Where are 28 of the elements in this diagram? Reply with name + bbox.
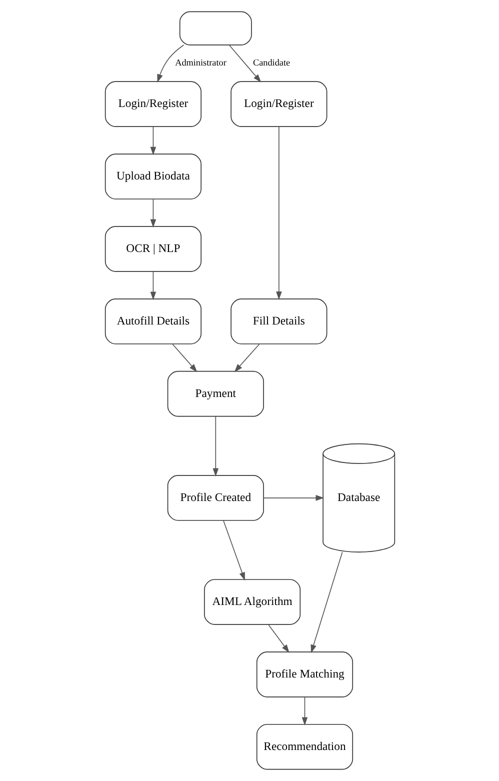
- arrow: [262, 495, 324, 501]
- node-box: OCR | NLP: [104, 226, 201, 272]
- node-box: Login/Register: [104, 81, 201, 127]
- node-box: AIML Algorithm: [204, 579, 300, 625]
- arrow: [234, 344, 260, 372]
- arrow: [150, 271, 156, 300]
- node-stadium: [178, 11, 252, 46]
- node-box: Login/Register: [230, 81, 327, 127]
- arrow: [301, 696, 308, 726]
- arrow: [310, 552, 342, 654]
- arrow: [222, 520, 244, 581]
- edge-label: Administrator: [174, 58, 226, 68]
- node-box: Profile Matching: [256, 652, 353, 698]
- arrow: [276, 126, 282, 300]
- arrow: [150, 198, 156, 228]
- arrow: [268, 624, 289, 653]
- arrow: [150, 126, 156, 156]
- node-box: Payment: [166, 370, 264, 417]
- arrow: [212, 416, 218, 477]
- node-box: Autofill Details: [104, 298, 201, 344]
- edge-label: Candidate: [252, 58, 290, 68]
- node-box: Profile Created: [166, 475, 264, 521]
- node-box: Fill Details: [230, 298, 327, 344]
- arrow: [156, 44, 184, 83]
- arrow: [228, 44, 261, 83]
- arrow: [172, 344, 197, 372]
- node-box: Recommendation: [256, 724, 353, 770]
- node-box: Upload Biodata: [104, 154, 201, 200]
